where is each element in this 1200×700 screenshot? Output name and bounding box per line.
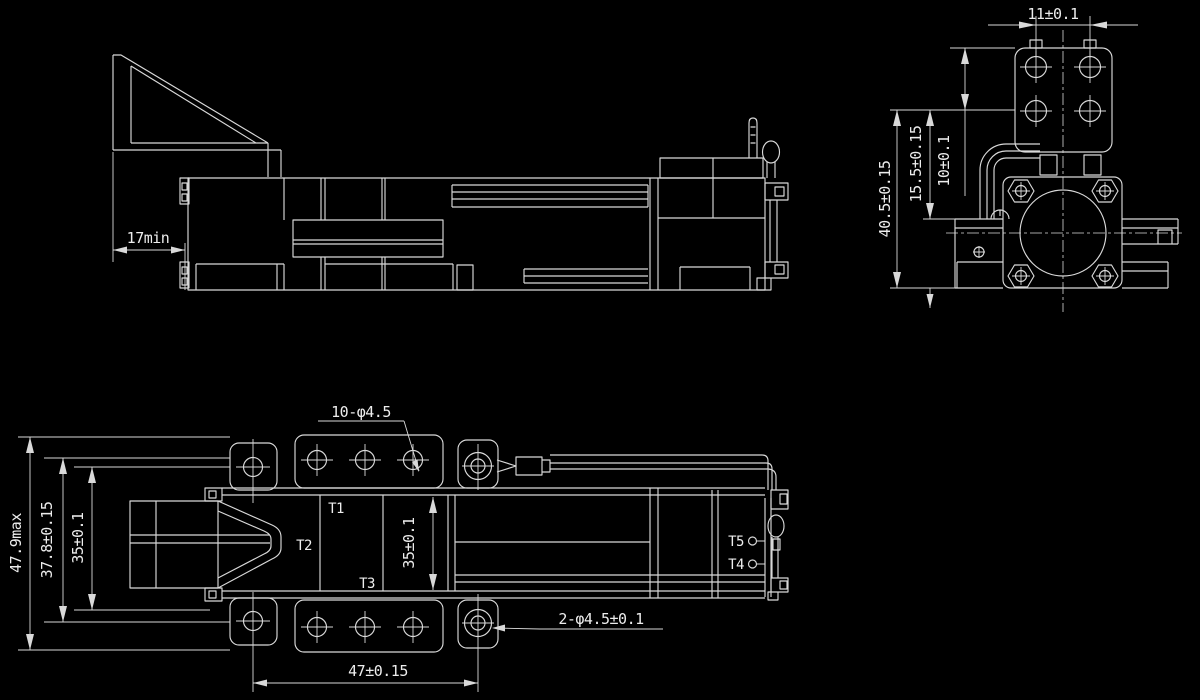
extension-lines xyxy=(890,47,1015,289)
rivet-dome xyxy=(990,209,1010,220)
terminal-point xyxy=(747,536,758,546)
arrowhead xyxy=(429,497,437,513)
arrowhead xyxy=(412,459,419,472)
terminal-t1-label: T1 xyxy=(328,501,344,517)
dim-17min-label: 17min xyxy=(127,229,170,247)
arrowhead xyxy=(171,246,185,254)
arrowhead xyxy=(464,679,478,687)
arrowhead xyxy=(88,467,96,483)
terminal-point xyxy=(747,559,758,569)
fork-clips xyxy=(204,487,223,602)
right-bracket xyxy=(1122,218,1179,289)
arrowhead xyxy=(59,458,67,474)
dim-35-left-label: 35±0.1 xyxy=(69,512,87,564)
side-left-clips xyxy=(179,177,190,289)
dim-47-label: 47±0.15 xyxy=(348,662,408,680)
arrowhead xyxy=(429,574,437,590)
side-center-plate xyxy=(292,219,444,258)
arrowhead xyxy=(59,606,67,622)
dim-10-label: 10±0.1 xyxy=(935,135,953,187)
arrowhead xyxy=(113,246,127,254)
arrowhead xyxy=(893,272,901,288)
extension-lines xyxy=(18,436,230,651)
dim-11-lines xyxy=(988,16,1138,58)
arrowhead xyxy=(492,624,505,632)
dim-10-holes-label: 10-φ4.5 xyxy=(331,403,391,421)
end-view: 11±0.1 40.5±0.15 15.5±0.15 xyxy=(876,5,1182,312)
terminal-holes-top xyxy=(301,444,429,476)
dim-40-5-label: 40.5±0.15 xyxy=(876,161,894,238)
wire-connector xyxy=(496,456,551,476)
arrowhead xyxy=(926,294,934,308)
dim-11-label: 11±0.1 xyxy=(1027,5,1079,23)
plan-view: 47.9max 37.8±0.15 35±0.1 10-φ4.5 xyxy=(7,403,789,692)
mount-ear xyxy=(229,597,278,646)
dim-15-5-label: 15.5±0.15 xyxy=(907,126,925,203)
terminal-t3-label: T3 xyxy=(359,576,375,592)
arrowhead xyxy=(926,110,934,126)
dim-37-8-label: 37.8±0.15 xyxy=(38,502,56,579)
arrowhead xyxy=(88,594,96,610)
arrowhead xyxy=(1019,21,1036,29)
side-view: 17min xyxy=(112,54,789,291)
arrowhead xyxy=(961,94,969,110)
routed-wire xyxy=(550,454,777,490)
terminal-t4-label: T4 xyxy=(728,557,744,573)
wedge-bracket xyxy=(112,54,282,177)
side-body xyxy=(187,177,766,291)
fork xyxy=(217,500,282,589)
end-body xyxy=(1002,176,1123,289)
leader-2-holes xyxy=(493,627,663,630)
arrowhead xyxy=(26,437,34,453)
arrowhead xyxy=(893,110,901,126)
lower-contact-plates xyxy=(523,268,648,284)
side-top-block xyxy=(659,157,764,179)
terminal-t2-label: T2 xyxy=(296,538,312,554)
dim-2-holes-label: 2-φ4.5±0.1 xyxy=(558,610,644,628)
plan-bulb-terminal xyxy=(767,514,785,538)
clamp-block xyxy=(129,500,219,589)
arrowhead xyxy=(926,203,934,219)
arrowhead xyxy=(253,679,267,687)
arrowhead xyxy=(26,634,34,650)
upper-contact-plates xyxy=(451,184,649,208)
core-circle xyxy=(1019,189,1107,277)
dim-47-9-label: 47.9max xyxy=(7,513,25,573)
mount-ear xyxy=(229,442,278,491)
side-bulb-terminal xyxy=(761,140,781,164)
hex-terminals xyxy=(1007,179,1119,288)
plan-body-edges xyxy=(222,487,765,599)
centerlines xyxy=(946,30,1182,312)
contact-strips xyxy=(455,541,765,583)
plan-right-tabs xyxy=(767,489,789,601)
terminal-plate-bottom xyxy=(294,599,444,653)
bent-wire xyxy=(979,143,1040,219)
dim-17min-lines xyxy=(112,152,186,290)
terminal-t5-label: T5 xyxy=(728,534,744,550)
terminal-holes-bottom xyxy=(301,611,429,643)
dim-35-inner-label: 35±0.1 xyxy=(400,517,418,569)
arrowhead xyxy=(961,48,969,64)
arrowhead xyxy=(1090,21,1107,29)
terminal-plate xyxy=(1014,47,1113,153)
side-pin-terminal xyxy=(748,117,758,158)
dividers xyxy=(319,488,772,598)
side-right-tabs xyxy=(756,182,789,291)
